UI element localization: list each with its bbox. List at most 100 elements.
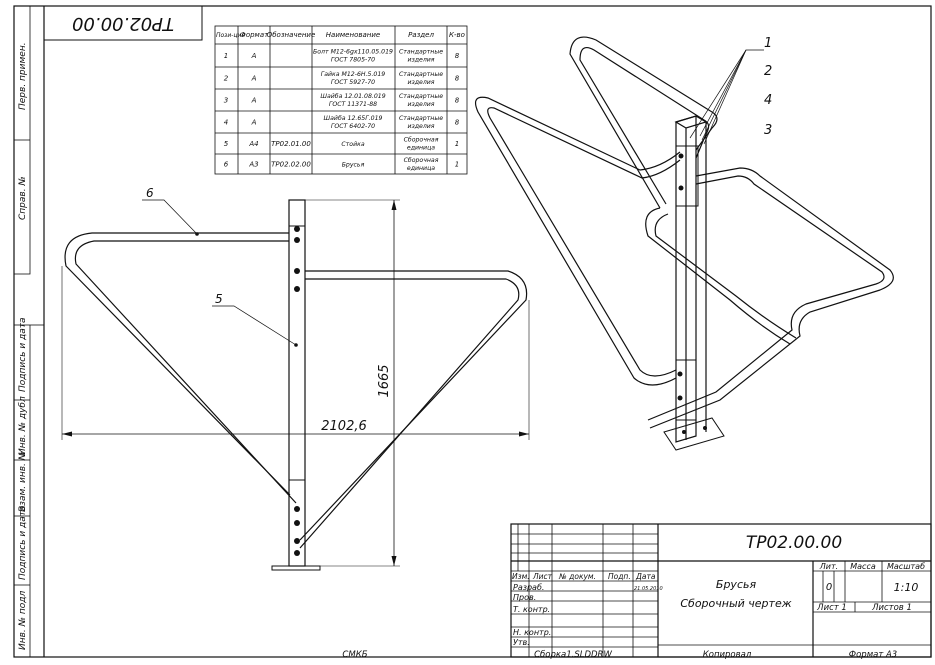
- tb-scale-value: 1:10: [894, 581, 919, 594]
- side-label-inv-podl: Инв. № подл: [18, 591, 28, 650]
- bom-cell-format: А: [251, 119, 257, 127]
- front-view: [61, 199, 530, 571]
- bom-header-name: Наименование: [326, 31, 380, 39]
- side-label-sprav: Справ. №: [18, 176, 28, 220]
- tb-header-izm: Изм.: [512, 572, 530, 581]
- iso-bar-upper-outer: [475, 96, 681, 386]
- tb-lit-value: 0: [826, 582, 832, 593]
- title-block-grid: [510, 523, 932, 658]
- iso-leader-2: [699, 49, 747, 137]
- bom-header-format: Формат: [240, 31, 269, 39]
- drawing-code-rotated: ТР02.00.00: [72, 13, 174, 34]
- bom-cell-format: А: [251, 75, 257, 83]
- bom-cell-format: А: [251, 52, 257, 60]
- title-name-1: Брусья: [716, 578, 757, 591]
- right-bar-inner: [299, 278, 520, 549]
- callout-5: 5: [215, 292, 223, 306]
- bom-cell-pos: 4: [224, 119, 228, 127]
- iso-bar-back-inner: [579, 47, 710, 205]
- outer-frame: [13, 5, 932, 658]
- footer-format: Формат А3: [849, 650, 897, 660]
- bom-header-section: Раздел: [408, 31, 434, 39]
- side-label-vzam: Взам. инв. №: [18, 451, 28, 512]
- iso-bar-cross: [645, 207, 791, 345]
- bom-cell-pos: 1: [224, 52, 228, 60]
- tb-header-data: Дата: [635, 572, 656, 581]
- bom-cell-designation: ТР02.01.00: [271, 140, 311, 148]
- bom-cell-qty: 8: [455, 52, 460, 60]
- bom-cell-qty: 8: [455, 97, 460, 105]
- bom-cell-name: Стойка: [341, 141, 364, 148]
- tb-header-podp: Подп.: [608, 572, 631, 581]
- title-code: ТР02.00.00: [746, 533, 842, 553]
- callout-6: 6: [146, 186, 154, 200]
- front-bolts: [195, 226, 300, 556]
- side-label-podpis1: Подпись и дата: [18, 317, 28, 392]
- dim-width-label: 2102,6: [321, 419, 367, 434]
- leader-5: [212, 305, 297, 346]
- side-label-perv: Перв. примен.: [18, 42, 28, 110]
- iso-base-plate: [663, 417, 725, 451]
- iso-bar-lower-inner: [647, 175, 885, 421]
- bom-cell-designation: ТР02.02.00: [271, 161, 311, 169]
- bom-cell-format: А4: [248, 140, 258, 148]
- iso-clamp-bottom: [675, 359, 697, 421]
- iso-bar-upper-inner: [487, 107, 681, 377]
- tb-sheet: Лист 1: [816, 603, 847, 613]
- tb-date: 21.05.2010: [634, 586, 663, 592]
- right-bar-outer: [299, 270, 528, 541]
- bom-cell-format: А3: [248, 161, 258, 169]
- iso-leader-3: [703, 49, 747, 145]
- bom-cell-qty: 1: [455, 161, 459, 169]
- bom-cell-pos: 3: [224, 97, 228, 105]
- iso-bolts: [677, 153, 707, 434]
- iso-callout-4: 4: [764, 93, 772, 108]
- iso-view: [475, 36, 894, 451]
- iso-bar-back-outer: [569, 36, 718, 209]
- side-label-podpis2: Подпись и дата: [18, 505, 28, 580]
- footer-copied: Копировал: [703, 650, 752, 660]
- tb-header-mass: Масса: [850, 562, 876, 571]
- tb-role-prov: Пров.: [513, 593, 536, 602]
- bom-cell-qty: 8: [455, 119, 460, 127]
- iso-bar-lower-outer: [649, 167, 894, 429]
- side-label-inv-dubl: Инв. № дубл: [18, 396, 28, 455]
- iso-callout-3: 3: [764, 123, 772, 138]
- bom-cell-pos: 6: [224, 161, 229, 169]
- bom-cell-format: А: [251, 97, 257, 105]
- post-top-cap: [288, 199, 306, 227]
- tb-role-tkontr: Т. контр.: [513, 605, 550, 614]
- bom-header-designation: Обозначение: [267, 31, 316, 39]
- bom-cell-qty: 1: [455, 140, 459, 148]
- code-box-rotated: [43, 5, 203, 41]
- iso-bar-cross-inner: [654, 213, 797, 339]
- left-bar-outer: [64, 232, 291, 496]
- iso-callout-2: 2: [764, 64, 772, 79]
- side-strip-top: [13, 5, 45, 658]
- tb-header-scale: Масштаб: [887, 562, 925, 571]
- bom-cell-qty: 8: [455, 75, 460, 83]
- left-bar-inner: [74, 240, 297, 504]
- tb-role-utv: Утв.: [513, 638, 530, 647]
- footer-file: Сборка1.SLDDRW: [534, 650, 612, 660]
- tb-sheets: Листов 1: [871, 603, 912, 613]
- base-plate: [271, 565, 321, 571]
- tb-role-nkontr: Н. контр.: [513, 628, 551, 637]
- iso-leader-1: [689, 49, 764, 139]
- footer-org: СМКБ: [342, 650, 367, 660]
- bom-cell-name: Брусья: [342, 162, 365, 169]
- title-name-2: Сборочный чертеж: [680, 597, 791, 610]
- dim-height-label: 1665: [377, 364, 392, 397]
- tb-role-razrab: Разраб.: [513, 583, 544, 592]
